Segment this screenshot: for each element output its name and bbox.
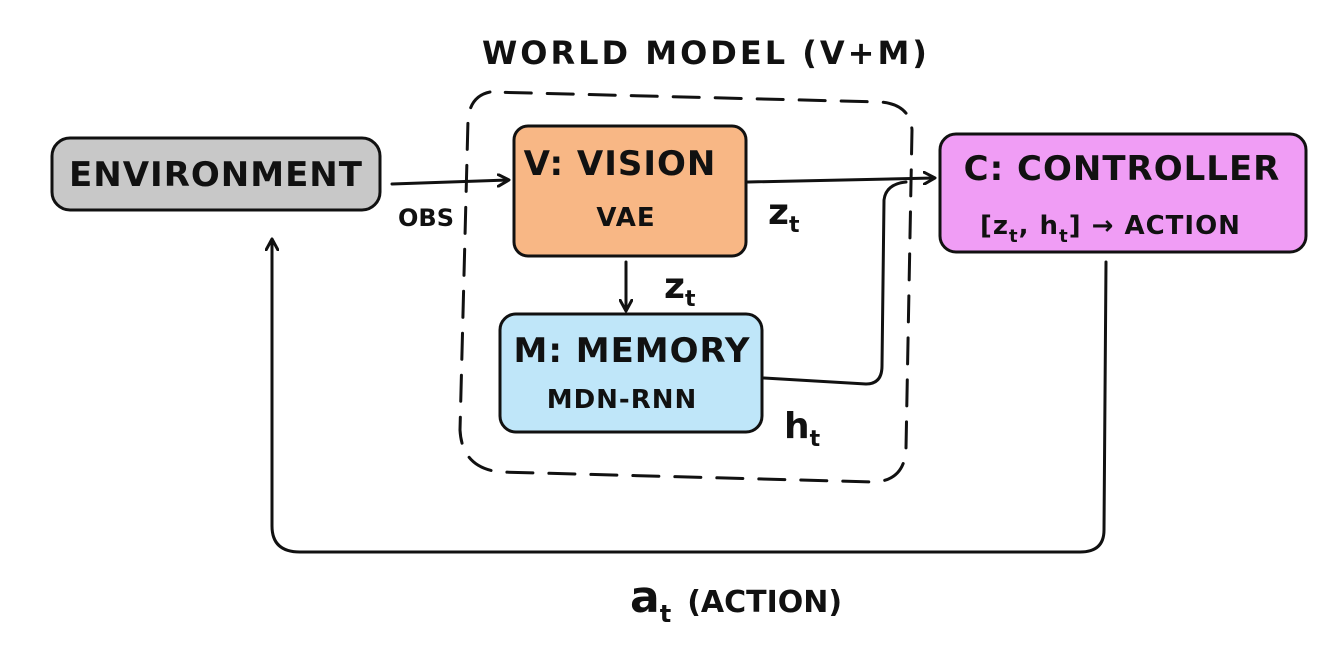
edge-obs-arrow: [390, 180, 508, 184]
edge-ht-label: ht: [784, 406, 821, 452]
vision-node: V: VISION VAE: [512, 124, 748, 258]
environment-node: ENVIRONMENT: [50, 136, 382, 212]
edge-zt-down-label: zt: [664, 266, 696, 312]
world-model-boundary: [458, 90, 914, 484]
vision-sublabel: VAE: [596, 203, 655, 233]
edge-action-arrow: [272, 240, 1108, 554]
memory-label: M: MEMORY: [513, 331, 750, 371]
edge-zt-arrow: [746, 178, 934, 182]
controller-node: C: CONTROLLER [zt, ht] → ACTION: [938, 132, 1308, 254]
memory-node: M: MEMORY MDN-RNN: [498, 312, 764, 434]
edge-zt-right-label: zt: [768, 192, 800, 238]
controller-label: C: CONTROLLER: [964, 149, 1281, 189]
vision-label: V: VISION: [524, 144, 717, 184]
environment-label: ENVIRONMENT: [69, 155, 363, 195]
edge-action-label: at(ACTION): [630, 572, 842, 628]
edge-ht-line: [762, 180, 908, 386]
diagram-title: WORLD MODEL (V+M): [482, 34, 930, 72]
edge-obs-label: OBS: [398, 204, 454, 232]
controller-sublabel: [zt, ht] → ACTION: [980, 211, 1241, 247]
memory-sublabel: MDN-RNN: [547, 385, 698, 415]
